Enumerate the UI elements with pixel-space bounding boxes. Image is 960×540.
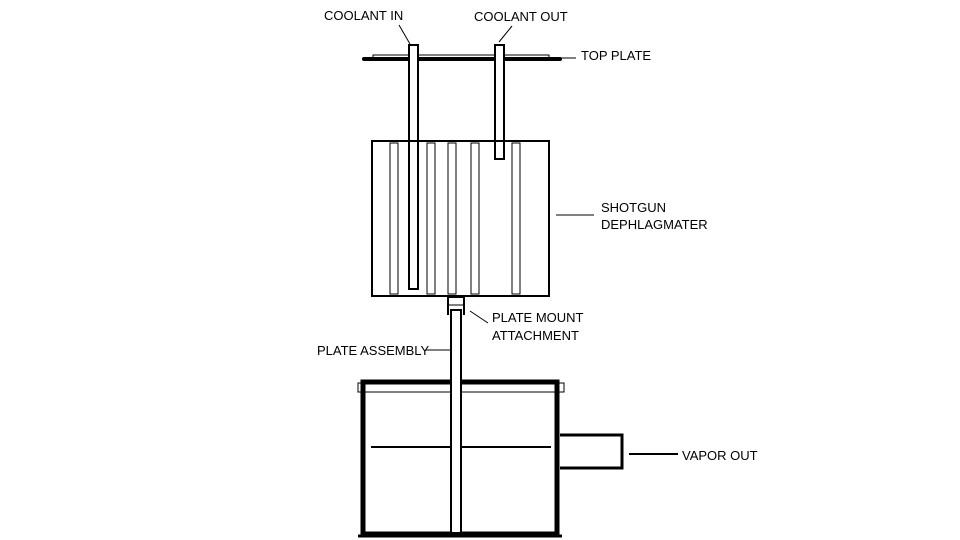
coolant-in-leader — [398, 24, 411, 45]
coolant-out-leader — [498, 25, 513, 43]
dephlagmater-tube — [389, 142, 399, 295]
vapor-out-label: VAPOR OUT — [682, 448, 758, 463]
plate-mount-label-line2: ATTACHMENT — [492, 328, 579, 343]
top-plate — [362, 54, 562, 61]
plate-mount-attachment — [447, 296, 465, 315]
dephlagmater-tube — [511, 142, 521, 295]
shotgun-label-line2: DEPHLAGMATER — [601, 217, 708, 232]
plate-assembly-rod — [450, 309, 462, 534]
plate-assembly-label: PLATE ASSEMBLY — [317, 343, 430, 358]
top-plate-label: TOP PLATE — [581, 48, 651, 63]
shotgun-label-line1: SHOTGUN — [601, 200, 666, 215]
coolant-out-label: COOLANT OUT — [474, 9, 568, 24]
dephlagmater-tube — [470, 142, 480, 295]
vapor-out-port — [560, 433, 624, 470]
dephlagmater-tube — [426, 142, 436, 295]
coolant-in-label: COOLANT IN — [324, 8, 403, 23]
plate-mount-leader — [469, 310, 489, 324]
shotgun-dephlagmater — [371, 140, 550, 297]
plate-mount-label-line1: PLATE MOUNT — [492, 310, 584, 325]
dephlagmater-tube — [447, 142, 457, 295]
